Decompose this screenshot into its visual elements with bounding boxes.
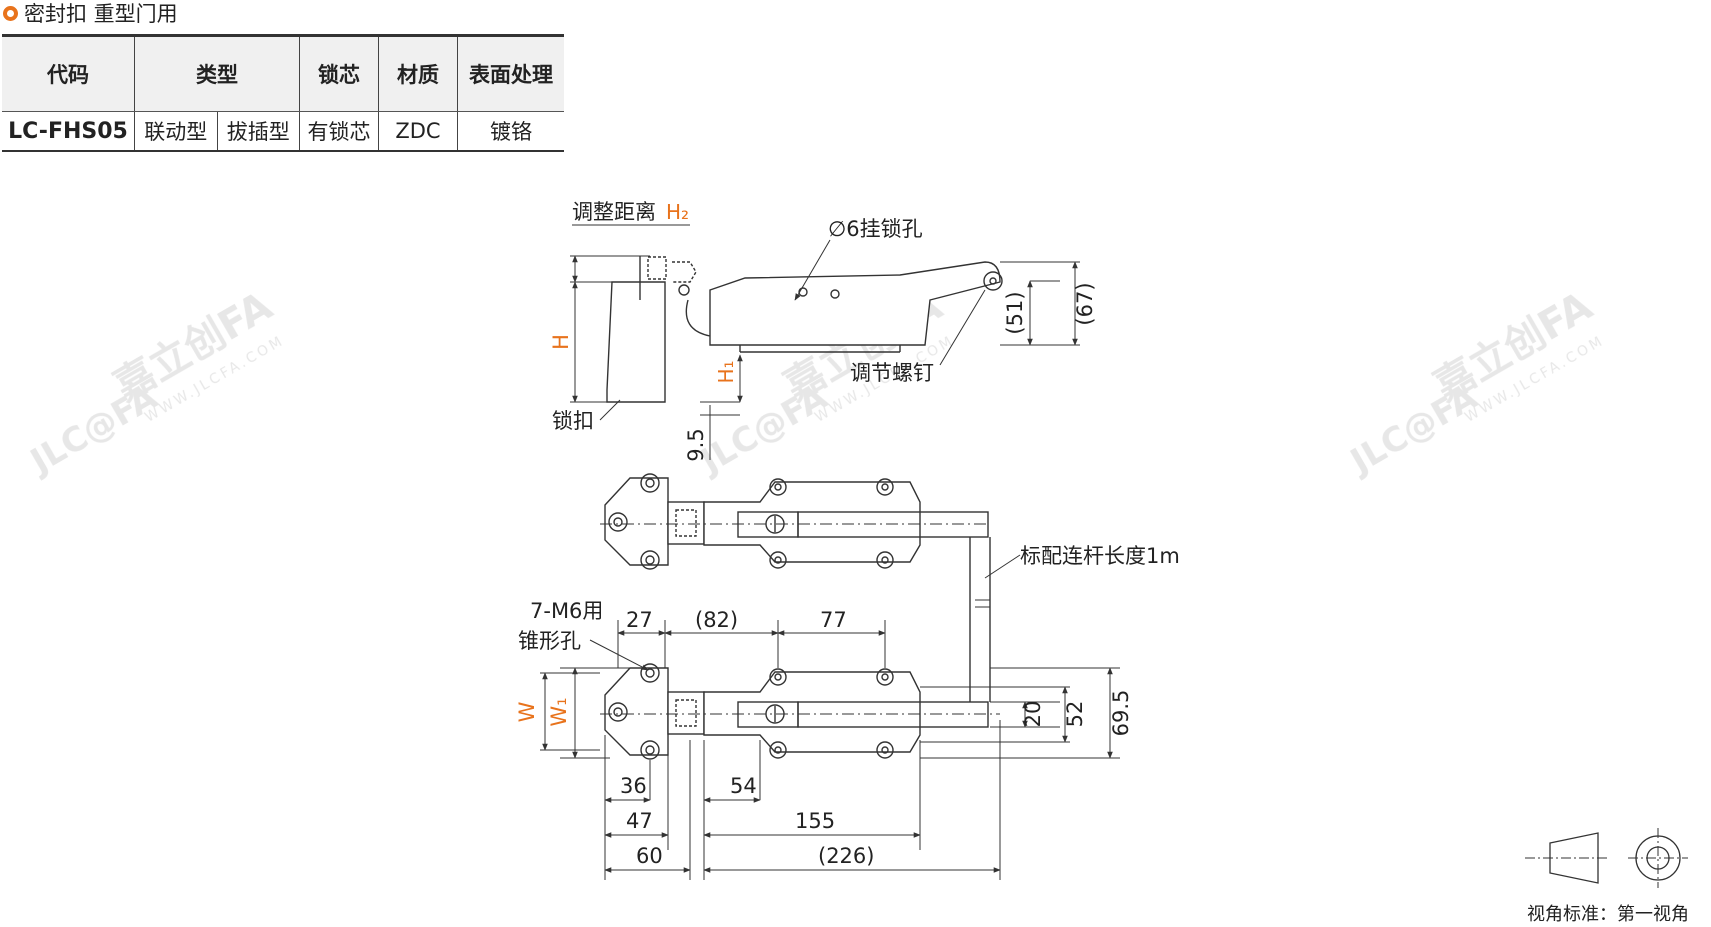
- section-title: 密封扣 重型门用: [0, 0, 178, 26]
- label-view-standard: 视角标准：第一视角: [1527, 904, 1689, 925]
- label-adjust: 调整距离: [572, 200, 656, 224]
- latch-body: [709, 261, 1001, 346]
- header-code: 代码: [2, 34, 135, 112]
- keeper-plate-upper: [604, 477, 669, 566]
- header-surface: 表面处理: [457, 34, 564, 112]
- cell-surface: 镀铬: [457, 111, 564, 152]
- label-padlock-hole: ∅6挂锁孔: [828, 217, 923, 241]
- header-lock: 锁芯: [299, 34, 379, 112]
- rod-leader: [984, 554, 1021, 579]
- dim-69-5: 69.5: [1109, 690, 1133, 737]
- dim-60: 60: [636, 844, 663, 868]
- dim-54: 54: [730, 774, 757, 798]
- dim-52: 52: [1063, 701, 1087, 728]
- dim-82: (82): [695, 608, 738, 632]
- dim-36: 36: [620, 774, 647, 798]
- top-view-lower: [540, 620, 1120, 880]
- label-h2: H₂: [666, 200, 689, 224]
- circle-bullet-icon: [3, 5, 18, 21]
- section-title-text: 密封扣 重型门用: [24, 2, 178, 26]
- cell-type-a: 联动型: [134, 111, 218, 152]
- dim-9-5: 9.5: [684, 428, 708, 461]
- header-type: 类型: [134, 34, 300, 112]
- header-material: 材质: [378, 34, 458, 112]
- first-angle-projection-icon: [1525, 828, 1688, 888]
- dim-226: (226): [818, 844, 874, 868]
- label-m6: 7-M6用: [530, 599, 603, 623]
- keeper-block: [606, 281, 666, 403]
- dim-47: 47: [626, 809, 653, 833]
- dim-51: (51): [1003, 291, 1027, 334]
- cell-code: LC-FHS05: [2, 111, 135, 152]
- label-adjust-screw: 调节螺钉: [850, 361, 934, 385]
- cell-material: ZDC: [378, 111, 458, 152]
- side-view: [570, 224, 1080, 460]
- label-w: W: [515, 701, 539, 722]
- label-rod-length: 标配连杆长度1m: [1020, 544, 1180, 568]
- cell-lock: 有锁芯: [299, 111, 379, 152]
- table-row: LC-FHS05 联动型 拔插型 有锁芯 ZDC 镀铬: [2, 111, 564, 152]
- dim-27: 27: [626, 608, 653, 632]
- dim-77: 77: [820, 608, 847, 632]
- dim-20: 20: [1021, 701, 1045, 728]
- label-w1: W₁: [547, 697, 571, 726]
- label-h1: H₁: [714, 360, 738, 383]
- label-buckle: 锁扣: [552, 409, 594, 433]
- cell-type-b: 拔插型: [216, 111, 300, 152]
- table-header-row: 代码 类型 锁芯 材质 表面处理: [2, 34, 564, 112]
- label-countersink: 锥形孔: [518, 629, 581, 653]
- spec-table: 代码 类型 锁芯 材质 表面处理 LC-FHS05 联动型 拔插型 有锁芯 ZD…: [2, 34, 564, 152]
- label-h: H: [549, 334, 573, 350]
- top-view-upper: [600, 473, 991, 622]
- dim-155: 155: [795, 809, 835, 833]
- dim-67: (67): [1073, 282, 1097, 325]
